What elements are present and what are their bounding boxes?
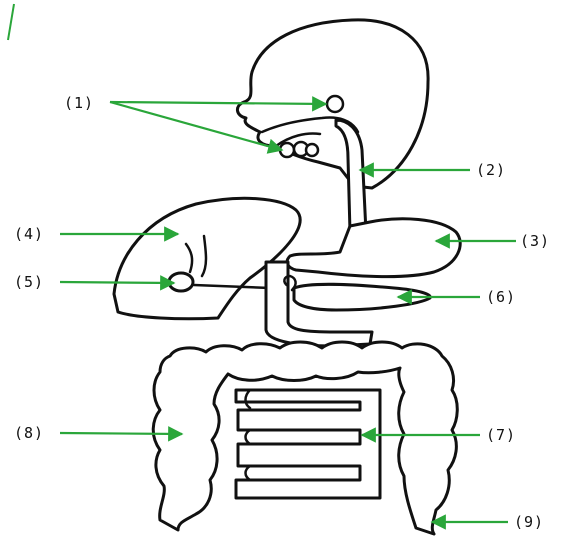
corner-accent	[8, 4, 14, 40]
label-2: (2)	[476, 161, 506, 179]
label-1: (1)	[64, 94, 94, 112]
salivary-gland-lower-c	[306, 144, 318, 156]
label-8: (8)	[14, 424, 44, 442]
label-3: (3)	[520, 232, 550, 250]
salivary-gland-lower-a	[280, 143, 294, 157]
label-4: (4)	[14, 225, 44, 243]
label-7: (7)	[486, 426, 516, 444]
arrow-5	[60, 282, 174, 283]
label-6: (6)	[486, 288, 516, 306]
label-9: (9)	[514, 513, 544, 531]
stomach	[287, 219, 460, 277]
salivary-gland-upper	[327, 96, 343, 112]
large-intestine	[153, 342, 457, 534]
label-5: (5)	[14, 273, 44, 291]
arrow-8	[60, 433, 182, 434]
